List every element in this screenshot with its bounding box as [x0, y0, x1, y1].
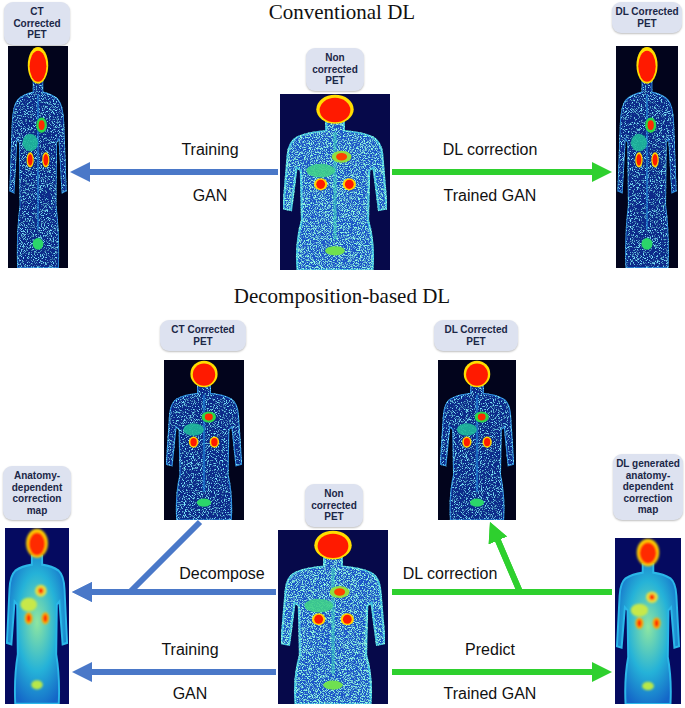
arrow-connector	[392, 169, 602, 175]
correction-map-image	[615, 538, 681, 704]
label-pill: Anatomy-dependent correction map	[3, 466, 71, 520]
label-pill: DL generated anatomy-dependent correctio…	[613, 454, 683, 520]
image-panel: DL Corrected PET	[432, 320, 520, 522]
panel-title: Non corrected PET	[309, 52, 361, 87]
arrow-caption: Trained GAN	[442, 685, 539, 703]
arrow-label: Training	[179, 141, 240, 159]
pet-image	[438, 360, 516, 520]
pet-image	[280, 94, 390, 270]
arrow-label: Predict	[463, 641, 517, 659]
pet-image	[616, 46, 678, 268]
section-heading: Decomposition-based DL	[232, 285, 452, 308]
label-pill: Non corrected PET	[306, 48, 364, 91]
arrow-label: Decompose	[177, 565, 266, 583]
panel-title: DL Corrected PET	[437, 324, 515, 347]
image-panel: DL generated anatomy-dependent correctio…	[612, 454, 684, 706]
label-pill: CT Corrected PET	[4, 2, 70, 45]
panel-title: CT Corrected PET	[7, 6, 67, 41]
image-panel: Non corrected PET	[278, 48, 392, 272]
panel-title: DL Corrected PET	[615, 6, 679, 29]
arrow-connector	[80, 169, 278, 175]
arrow-connector	[82, 669, 276, 675]
pet-image	[164, 360, 244, 520]
label-pill: DL Corrected PET	[434, 320, 518, 351]
label-pill: CT Corrected PET	[160, 320, 246, 351]
arrow-label: Training	[159, 641, 220, 659]
arrow-caption: GAN	[191, 187, 230, 205]
arrow-connector	[392, 669, 602, 675]
section-heading: Conventional DL	[267, 1, 417, 24]
panel-title: Non corrected PET	[308, 488, 360, 523]
correction-map-image	[5, 528, 69, 704]
arrow-caption: Trained GAN	[442, 187, 539, 205]
arrow-label: DL correction	[401, 565, 500, 583]
panel-title: DL generated anatomy-dependent correctio…	[616, 458, 680, 516]
pet-image	[278, 530, 388, 704]
arrow-connector	[494, 531, 612, 592]
image-panel: DL Corrected PET	[612, 2, 682, 272]
pet-image	[8, 46, 68, 268]
image-panel: CT Corrected PET	[158, 320, 248, 522]
panel-title: CT Corrected PET	[163, 324, 243, 347]
label-pill: DL Corrected PET	[612, 2, 682, 33]
panel-title: Anatomy-dependent correction map	[6, 470, 68, 516]
arrow-label: DL correction	[441, 141, 540, 159]
image-panel: Non corrected PET	[276, 484, 392, 706]
image-panel: CT Corrected PET	[4, 2, 70, 272]
image-panel: Anatomy-dependent correction map	[2, 466, 72, 706]
label-pill: Non corrected PET	[305, 484, 363, 527]
arrow-caption: GAN	[171, 685, 210, 703]
